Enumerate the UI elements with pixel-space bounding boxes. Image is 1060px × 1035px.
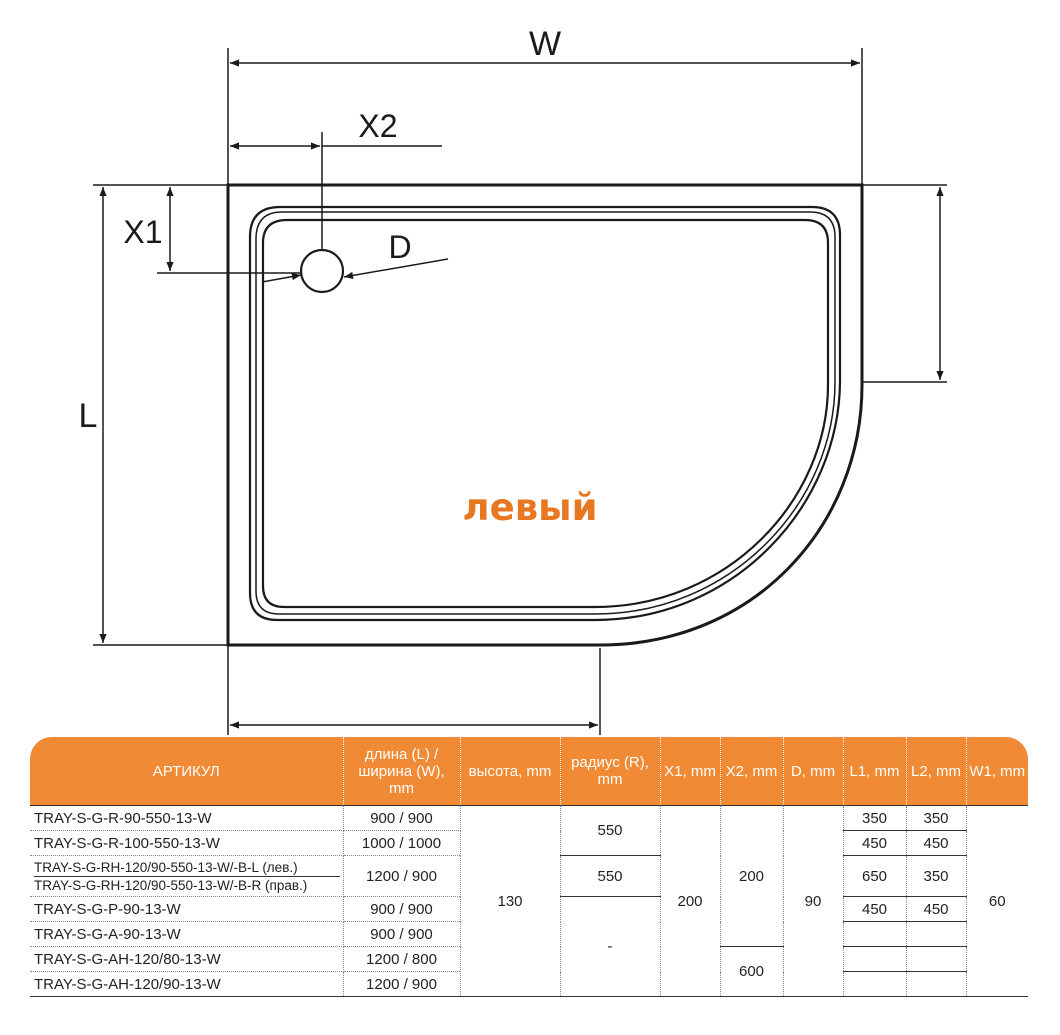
tray-inner-rim-mid <box>255 211 836 615</box>
cell-size: 1000 / 1000 <box>342 830 461 856</box>
cell-height: 130 <box>459 805 561 997</box>
cell-sku: TRAY-S-G-A-90-13-W <box>30 921 344 947</box>
header-l2: L2, mm <box>905 737 966 806</box>
table-header-row: АРТИКУЛ длина (L) / ширина (W), mm высот… <box>30 737 1028 806</box>
dimension-label-x1: X1 <box>123 214 162 250</box>
cell-x1: 200 <box>659 805 721 997</box>
header-radius: радиус (R), mm <box>559 737 660 806</box>
cell-d: 90 <box>782 805 844 997</box>
cell-size: 1200 / 900 <box>342 971 461 997</box>
cell-l1: 450 <box>842 896 907 922</box>
tray-outer-edge <box>226 183 864 647</box>
table-row: TRAY-S-G-R-100-550-13-W 1000 / 1000 450 … <box>30 830 1028 856</box>
cell-l1 <box>842 921 907 947</box>
table-row: TRAY-S-G-AH-120/90-13-W 1200 / 900 <box>30 971 1028 997</box>
cell-l2 <box>905 971 966 997</box>
cell-l2 <box>905 946 966 972</box>
cell-x2: 600 <box>719 946 784 997</box>
cell-sku: TRAY-S-G-AH-120/80-13-W <box>30 946 344 972</box>
dimension-x2 <box>230 132 442 250</box>
cell-x2: 200 <box>719 805 784 947</box>
cell-sku-pair: TRAY-S-G-RH-120/90-550-13-W/-B-L (лев.)T… <box>30 855 344 897</box>
cell-radius: 550 <box>559 855 661 897</box>
cell-l1: 350 <box>842 805 907 831</box>
cell-sku: TRAY-S-G-R-90-550-13-W <box>30 805 344 831</box>
drain-circle <box>299 248 345 294</box>
cell-size: 1200 / 800 <box>342 946 461 972</box>
dimension-label-l: L <box>79 397 98 435</box>
cell-sku: TRAY-S-G-P-90-13-W <box>30 896 344 922</box>
cell-l1 <box>842 971 907 997</box>
tray-inner-rim-outer <box>248 205 842 622</box>
cell-w1: 60 <box>965 805 1028 997</box>
cell-l2 <box>905 921 966 947</box>
variant-label: левый <box>463 486 598 529</box>
cell-radius: - <box>559 896 661 997</box>
dimension-x1 <box>93 184 300 274</box>
cell-sku-left: TRAY-S-G-RH-120/90-550-13-W/-B-L (лев.) <box>34 859 340 877</box>
cell-size: 900 / 900 <box>342 921 461 947</box>
cell-l2: 350 <box>905 855 966 897</box>
table-row: TRAY-S-G-R-90-550-13-W 900 / 900 130 550… <box>30 805 1028 997</box>
cell-l1: 450 <box>842 830 907 856</box>
header-d: D, mm <box>782 737 843 806</box>
cell-size: 1200 / 900 <box>342 855 461 897</box>
cell-sku-right: TRAY-S-G-RH-120/90-550-13-W/-B-R (прав.) <box>34 877 308 893</box>
dimension-d <box>261 258 449 283</box>
header-sku: АРТИКУЛ <box>30 737 343 806</box>
tray-basin-edge <box>261 218 830 609</box>
table-row: TRAY-S-G-RH-120/90-550-13-W/-B-L (лев.)T… <box>30 855 1028 897</box>
cell-sku: TRAY-S-G-R-100-550-13-W <box>30 830 344 856</box>
header-x2: X2, mm <box>719 737 783 806</box>
cell-l1: 650 <box>842 855 907 897</box>
dimension-label-w: W <box>529 25 561 63</box>
tray-outline <box>226 183 864 647</box>
table-row: TRAY-S-G-AH-120/80-13-W 1200 / 800 600 <box>30 946 1028 997</box>
table-row: TRAY-S-G-A-90-13-W 900 / 900 <box>30 921 1028 947</box>
header-x1: X1, mm <box>659 737 720 806</box>
cell-l1 <box>842 946 907 972</box>
cell-radius: 550 <box>559 805 661 856</box>
spec-table: АРТИКУЛ длина (L) / ширина (W), mm высот… <box>30 737 1028 997</box>
cell-size: 900 / 900 <box>342 805 461 831</box>
dimension-w <box>227 48 863 735</box>
dimension-label-x2: X2 <box>358 108 397 144</box>
cell-l2: 450 <box>905 896 966 922</box>
dimension-label-d: D <box>388 229 411 265</box>
header-w1: W1, mm <box>965 737 1028 806</box>
cell-l2: 450 <box>905 830 966 856</box>
cell-l2: 350 <box>905 805 967 831</box>
header-height: высота, mm <box>459 737 560 806</box>
dimension-l <box>93 187 228 646</box>
dimension-bottom-straight <box>230 648 601 735</box>
dimension-right-straight <box>862 184 947 383</box>
shower-tray-drawing: W X2 X1 D L левый <box>79 25 947 735</box>
cell-sku: TRAY-S-G-AH-120/90-13-W <box>30 971 344 997</box>
header-size: длина (L) / ширина (W), mm <box>342 737 460 806</box>
header-l1: L1, mm <box>842 737 906 806</box>
cell-size: 900 / 900 <box>342 896 461 922</box>
